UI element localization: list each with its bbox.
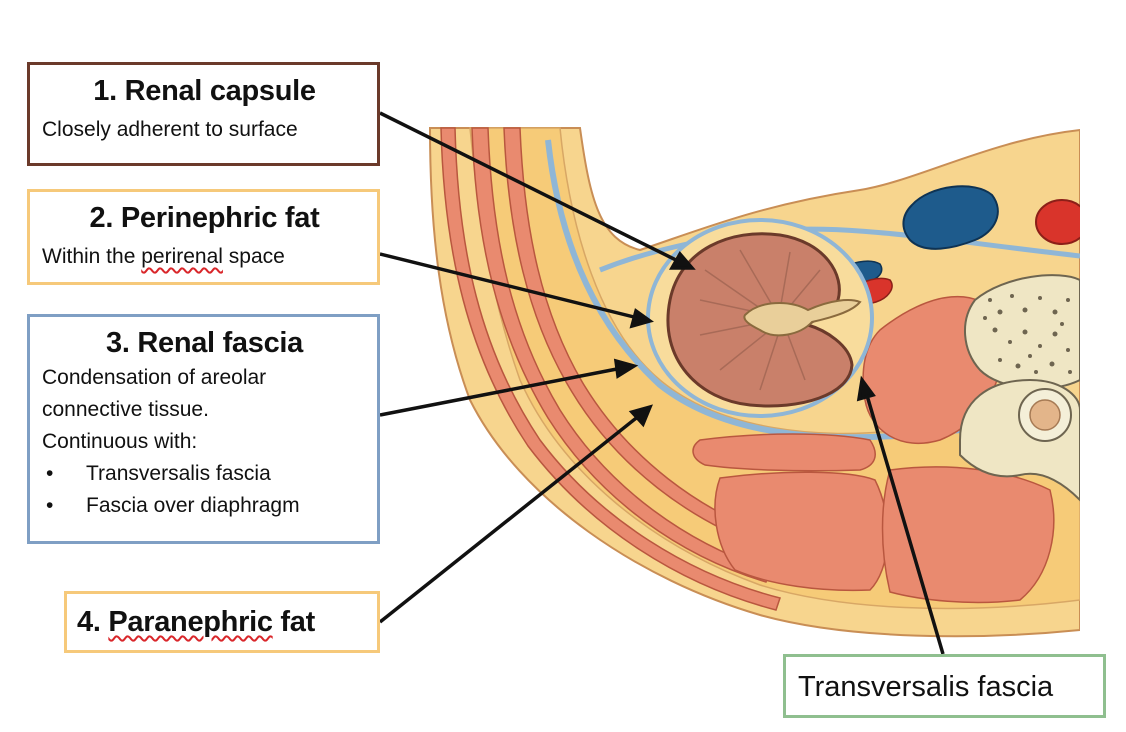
perinephric-fat-label: 2. Perinephric fat Within the perirenal … <box>27 189 380 285</box>
renal-fascia-desc-line: Continuous with: <box>42 430 198 453</box>
muscle-layer-1 <box>440 127 781 611</box>
renal-fascia-desc-line: connective tissue. <box>42 398 209 421</box>
inferior-vena-cava <box>902 185 999 250</box>
renal-capsule-desc: Closely adherent to surface <box>42 118 298 141</box>
perinephric-fat-title: 2. Perinephric fat <box>89 202 320 234</box>
bullet-item: Fascia over diaphragm <box>42 490 367 522</box>
spellcheck-flagged-word: perirenal <box>141 245 223 268</box>
spellcheck-flagged-word: Paranephric <box>108 606 273 638</box>
perinephric-fat-desc: Within the perirenal space <box>42 245 285 268</box>
renal-fascia-label: 3. Renal fascia Condensation of areolar … <box>27 314 380 544</box>
renal-capsule-title: 1. Renal capsule <box>93 75 316 107</box>
bone-texture <box>983 294 1072 374</box>
paranephric-fat-title: 4. Paranephric fat <box>77 606 315 638</box>
back-muscle-left <box>714 471 889 592</box>
paranephric-fat-label: 4. Paranephric fat <box>64 591 380 653</box>
aorta <box>1035 199 1080 245</box>
transversalis-fascia-text: Transversalis fascia <box>798 671 1054 703</box>
renal-capsule-label: 1. Renal capsule Closely adherent to sur… <box>27 62 380 166</box>
transversalis-fascia-label: Transversalis fascia <box>783 654 1106 718</box>
renal-fascia-bullets: Transversalis fascia Fascia over diaphra… <box>42 458 367 522</box>
renal-pelvis <box>743 299 862 337</box>
label-arrows <box>378 111 945 655</box>
renal-fascia-title: 3. Renal fascia <box>106 327 303 359</box>
bullet-item: Transversalis fascia <box>42 458 367 490</box>
spinal-cord <box>1029 399 1061 431</box>
renal-fascia-desc-line: Condensation of areolar <box>42 366 267 389</box>
quadratus-muscle <box>692 433 876 472</box>
renal-fascia-line <box>545 139 1080 441</box>
muscle-layer-2 <box>471 127 771 583</box>
